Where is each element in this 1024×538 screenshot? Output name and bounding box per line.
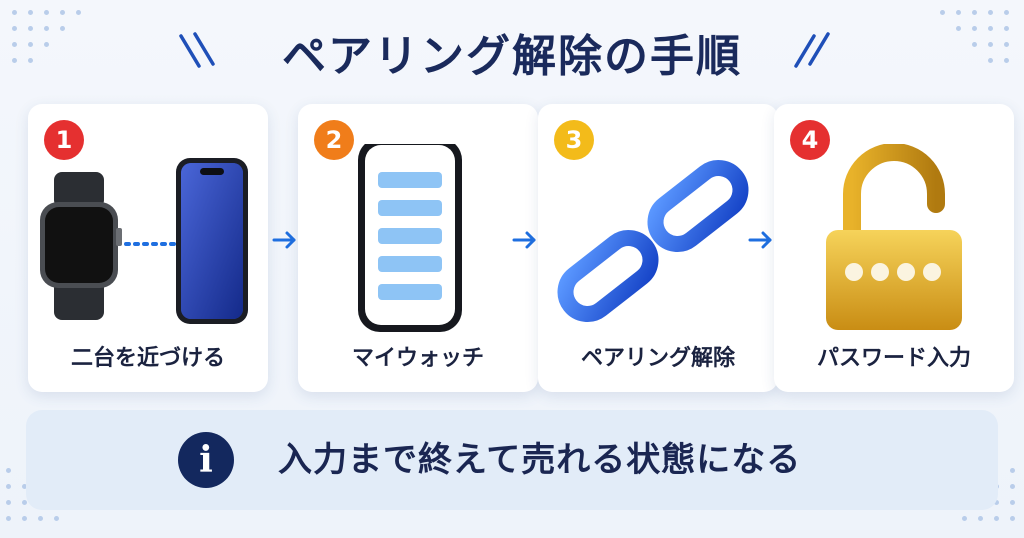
- step-number-badge: 3: [554, 120, 594, 160]
- arrow-right-icon: [272, 231, 296, 249]
- step-card-3: 3 ペアリング解除: [538, 104, 778, 392]
- decorative-dots-top-right: [940, 10, 1020, 80]
- arrow-right-icon: [512, 231, 536, 249]
- decorative-dots-top-left: [12, 10, 92, 80]
- info-text: 入力まで終えて売れる状態になる: [278, 440, 802, 480]
- step-card-2: 2 マイウォッチ: [298, 104, 538, 392]
- step-number-badge: 1: [44, 120, 84, 160]
- watch-phone-icon: [40, 158, 248, 324]
- step-label: ペアリング解除: [580, 346, 735, 371]
- step-label: パスワード入力: [816, 346, 971, 371]
- step-number-badge: 2: [314, 120, 354, 160]
- step-label: マイウォッチ: [351, 346, 484, 371]
- step-card-1: 1 二台を近づける: [28, 104, 268, 392]
- info-banner: i 入力まで終えて売れる状態になる: [26, 410, 998, 510]
- step-number-badge: 4: [790, 120, 830, 160]
- arrow-right-icon: [748, 231, 772, 249]
- info-icon: i: [178, 432, 234, 488]
- step-card-4: 4 パスワード入力: [774, 104, 1014, 392]
- page-title: ペアリング解除の手順: [282, 31, 742, 82]
- title-accent-left-icon: [179, 32, 215, 68]
- title-accent-right-icon: [794, 32, 830, 68]
- broken-chain-icon: [557, 159, 749, 323]
- step-label: 二台を近づける: [70, 346, 225, 371]
- open-padlock-icon: [826, 144, 962, 330]
- phone-list-icon: [358, 144, 462, 332]
